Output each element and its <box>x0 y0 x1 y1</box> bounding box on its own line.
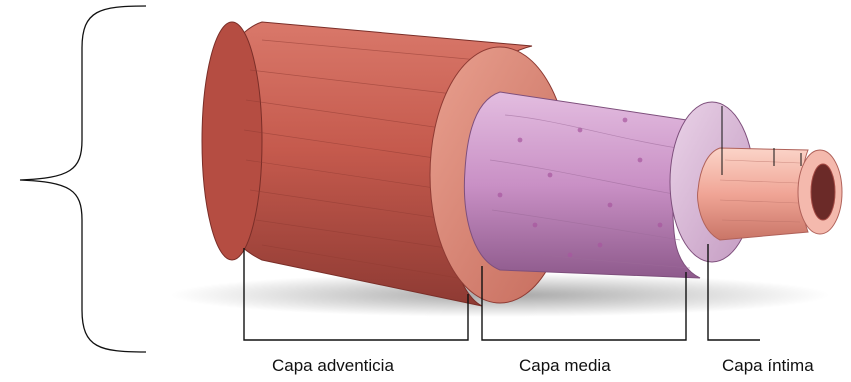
media-layer <box>464 92 700 278</box>
label-capa-intima: Capa íntima <box>722 356 814 376</box>
intima-layer <box>698 148 808 240</box>
label-capa-adventicia: Capa adventicia <box>272 356 394 376</box>
label-capa-media: Capa media <box>519 356 611 376</box>
curly-bracket <box>20 6 146 352</box>
